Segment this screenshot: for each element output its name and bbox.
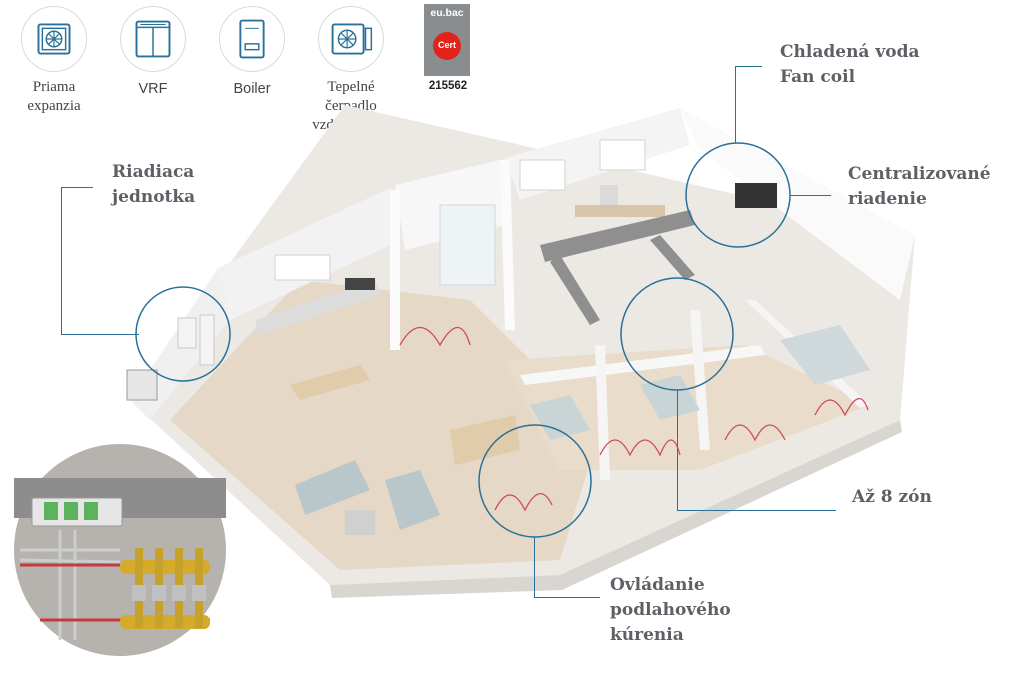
cert-red-circle: Cert [433,32,461,60]
fan-coil-leader-vertical [735,66,736,143]
centralized-leader [790,195,831,196]
system-label-vrf: VRF [138,81,168,97]
boiler-icon [219,6,285,72]
callout-zones: Až 8 zón [852,487,932,507]
floor-heating-leader-horizontal [534,597,600,598]
zones-leader-vertical [677,390,678,510]
direct-expansion-icon [21,6,87,72]
control-unit-leader-top [61,187,93,188]
zones-leader-horizontal [677,510,836,511]
control-unit-leader-bottom [61,334,139,335]
vrf-icon [120,6,186,72]
cert-badge-text: Cert [437,40,456,50]
system-label-boiler: Boiler [233,81,271,97]
cert-number: 215562 [428,80,468,92]
heat-pump-icon [318,6,384,72]
control-unit-leader-vertical [61,187,62,335]
cert-top-text: eu.bac [430,7,464,19]
eu-bac-cert-badge: eu.bac Cert [424,4,470,76]
floor-heating-leader-vertical [534,537,535,597]
fan-coil-leader-top [735,66,762,67]
